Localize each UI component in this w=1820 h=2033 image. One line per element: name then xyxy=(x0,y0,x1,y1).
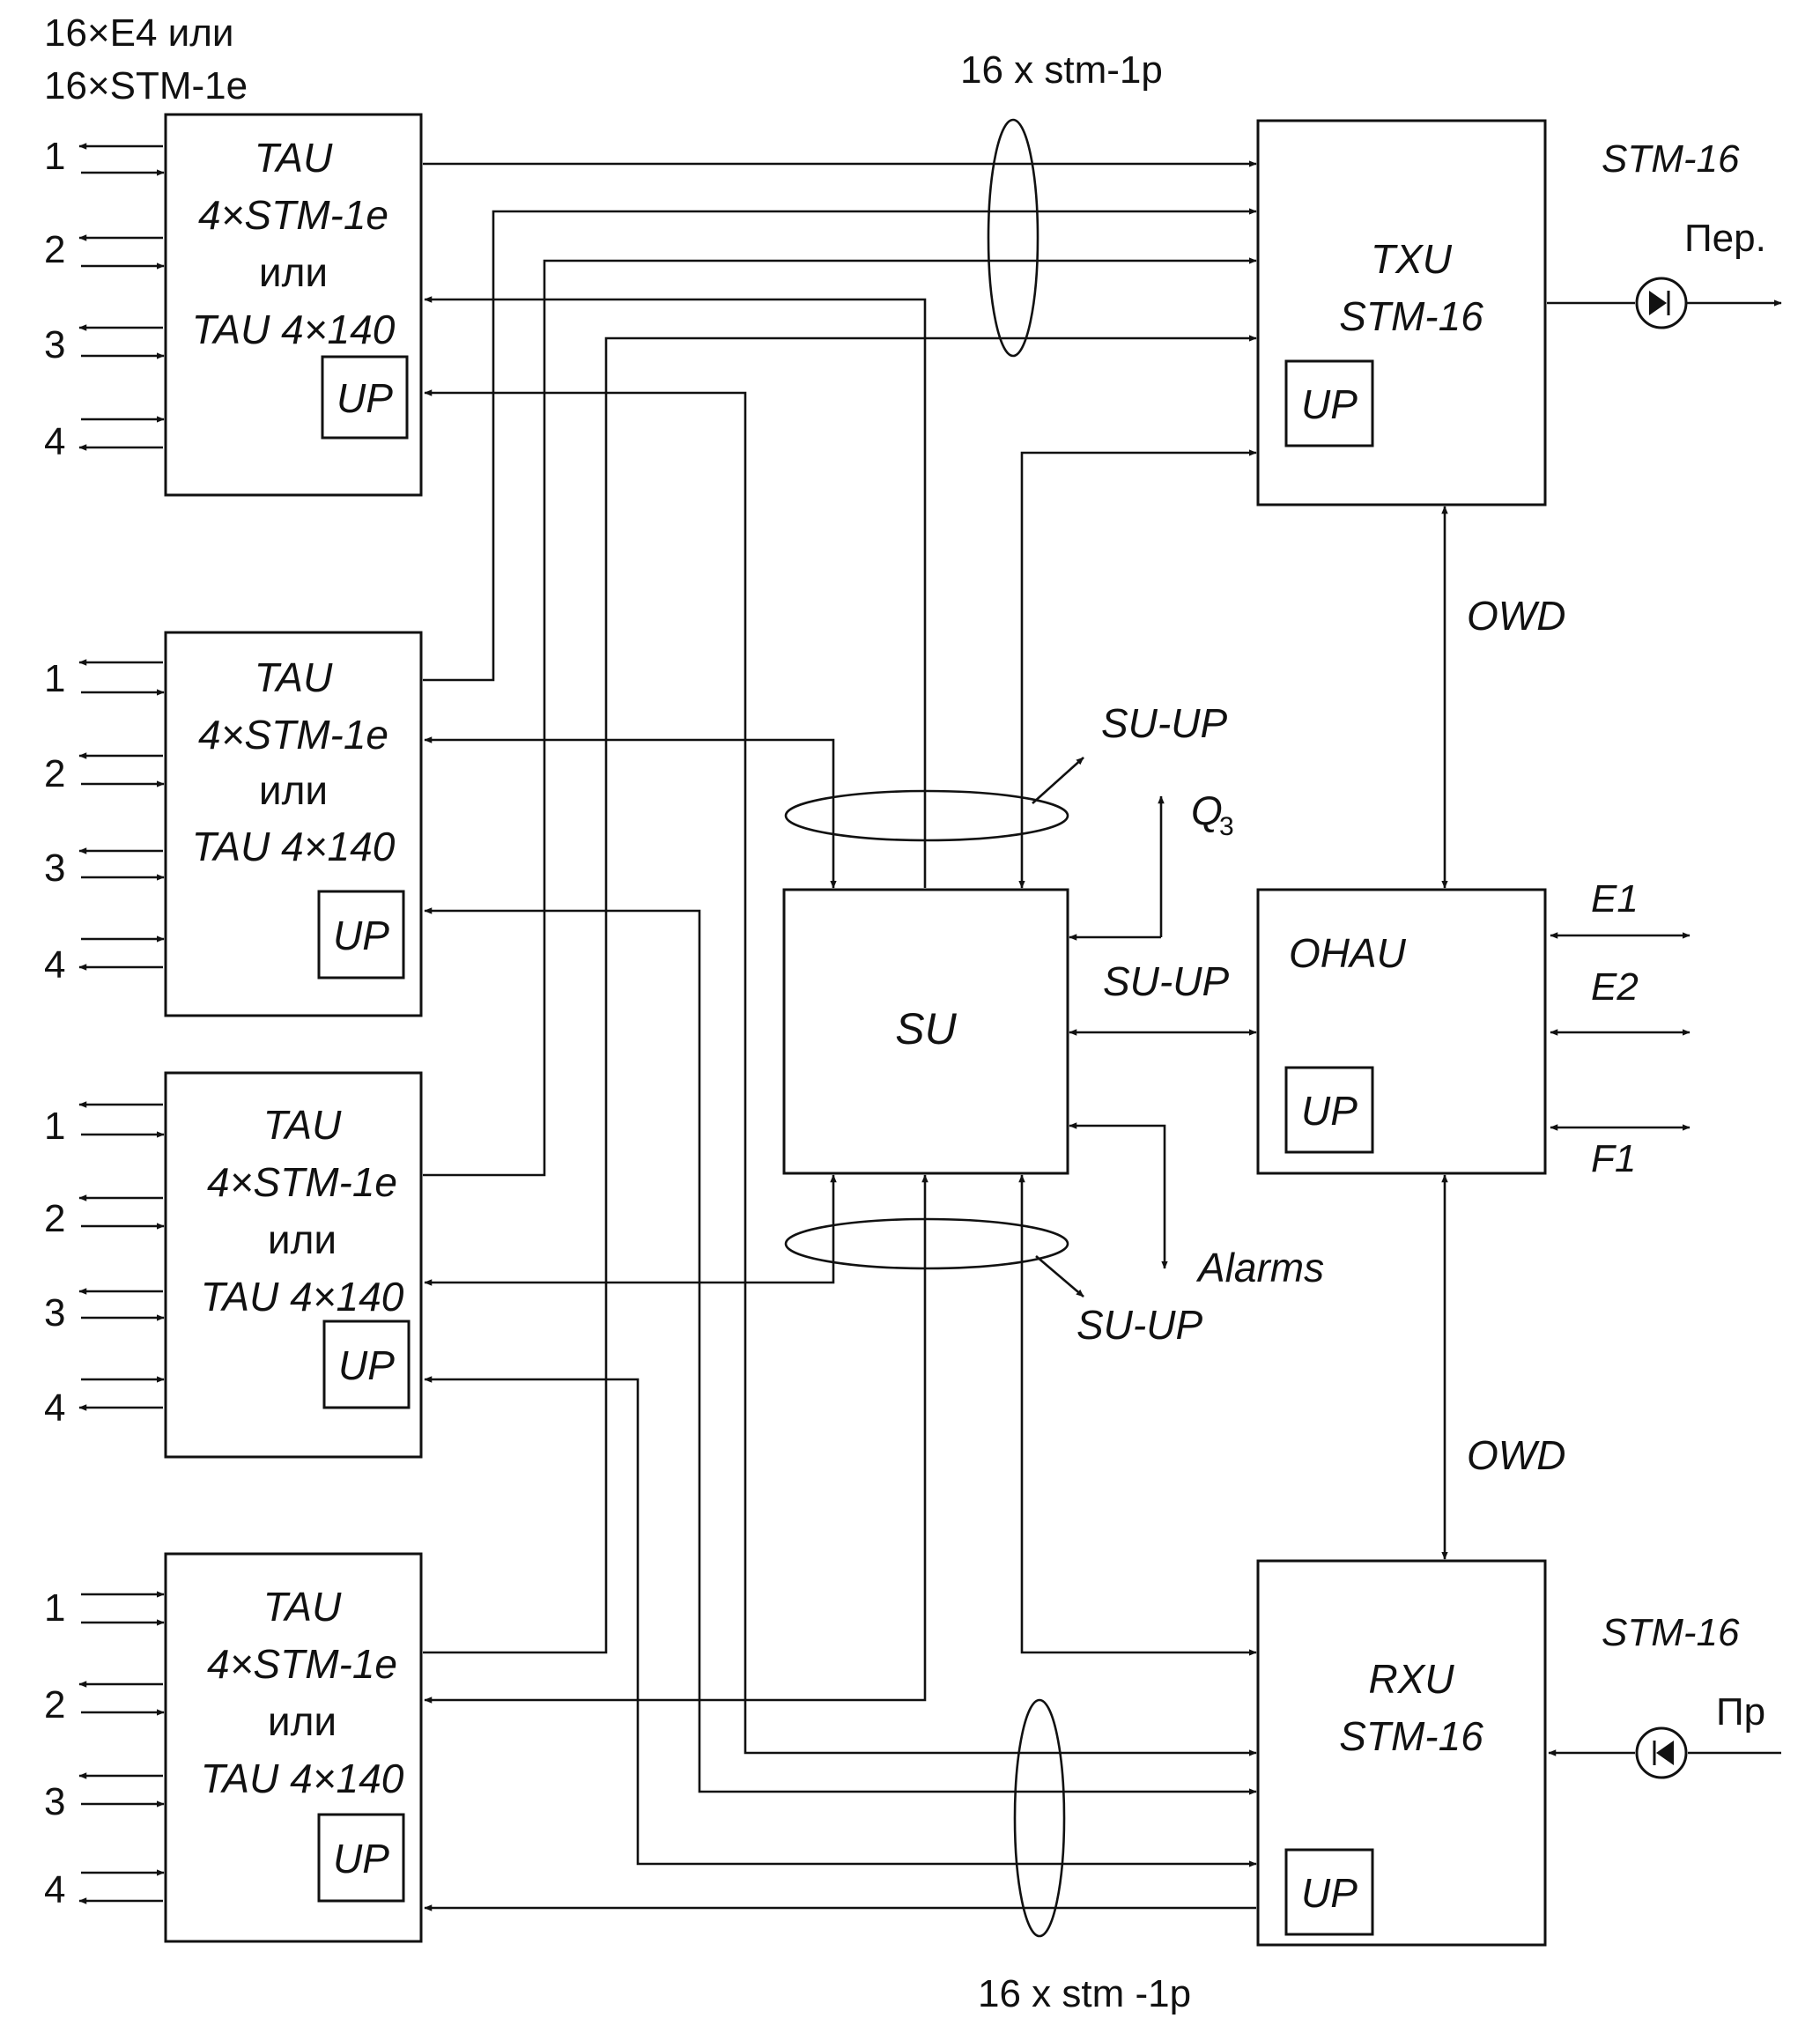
port-label: 4 xyxy=(44,1868,65,1911)
port-label: 2 xyxy=(44,1197,65,1240)
tau-block-3-or: или xyxy=(268,1216,337,1262)
su-up-top-ellipse xyxy=(784,789,1069,842)
port-label: 3 xyxy=(44,1780,65,1823)
su-up-top-label: SU-UP xyxy=(1101,700,1227,746)
tau-block-4-alt: TAU 4×140 xyxy=(201,1756,404,1801)
su-up-bottom-ellipse xyxy=(784,1217,1069,1270)
rxu-up: UP xyxy=(1301,1870,1358,1916)
port-label: 1 xyxy=(44,1586,65,1630)
txu-title: TXU xyxy=(1371,236,1453,282)
port-label: 1 xyxy=(44,657,65,700)
header-line2: 16×STM-1e xyxy=(44,64,248,107)
tau-block-3-type: 4×STM-1e xyxy=(207,1159,397,1205)
ohau-port-e2: E2 xyxy=(1591,965,1639,1009)
port-label: 4 xyxy=(44,943,65,987)
su-up-bottom-pointer xyxy=(1035,1255,1084,1297)
q3-label: Q xyxy=(1191,787,1223,833)
tau-block-1-alt: TAU 4×140 xyxy=(192,307,396,352)
tau-block-1-title: TAU xyxy=(255,135,333,181)
port-label: 3 xyxy=(44,323,65,366)
tau-block-2-up: UP xyxy=(333,913,389,958)
ohau-up: UP xyxy=(1301,1088,1358,1134)
rxu-type: STM-16 xyxy=(1339,1713,1483,1759)
tau-block-1-up: UP xyxy=(337,375,393,421)
port-label: 2 xyxy=(44,752,65,795)
rxu-up-frame xyxy=(1284,1848,1374,1936)
txu-block: TXU STM-16 UP xyxy=(1256,119,1547,506)
port-label: 2 xyxy=(44,1683,65,1726)
tau-block-1-up-frame xyxy=(321,355,409,440)
rxu-title: RXU xyxy=(1368,1656,1454,1702)
tau-block-3: TAU 4×STM-1e или TAU 4×140 UP xyxy=(164,1071,423,1459)
header-line1: 16×E4 или xyxy=(44,11,234,55)
tau-block-1-type: 4×STM-1e xyxy=(198,192,388,238)
bus-bottom-ellipse xyxy=(1013,1698,1066,1938)
tau-block-2: TAU 4×STM-1e или TAU 4×140 UP xyxy=(164,631,423,1017)
tau-block-2-alt: TAU 4×140 xyxy=(192,824,396,869)
port-label: 4 xyxy=(44,420,65,463)
tau-block-4-type: 4×STM-1e xyxy=(207,1641,397,1687)
su-up-top-pointer xyxy=(1032,757,1084,804)
tau-block-2-or: или xyxy=(259,767,328,813)
bus-bottom-label: 16 x stm -1p xyxy=(978,1972,1191,2015)
tau-block-1-ports: 1 2 3 4 xyxy=(44,135,65,463)
txu-frame xyxy=(1256,119,1547,506)
tau-block-2-type: 4×STM-1e xyxy=(198,712,388,758)
tau-block-4-or: или xyxy=(268,1698,337,1744)
txu-up: UP xyxy=(1301,381,1358,427)
alarms-line xyxy=(1069,1122,1168,1269)
alarms-label: Alarms xyxy=(1195,1245,1324,1290)
txu-dir-label: Пер. xyxy=(1684,217,1766,260)
tau-block-4: TAU 4×STM-1e или TAU 4×140 UP xyxy=(164,1552,423,1943)
photodiode-rx-icon xyxy=(1635,1726,1688,1779)
ohau-port-e1: E1 xyxy=(1591,877,1639,920)
su-up-mid-label: SU-UP xyxy=(1103,958,1229,1004)
rxu-dir-label: Пр xyxy=(1716,1690,1765,1734)
q3-subscript: 3 xyxy=(1219,812,1234,841)
tau-block-4-ports: 1 2 3 4 xyxy=(44,1586,65,1911)
port-arrows xyxy=(78,143,165,1904)
tau-block-3-up-frame xyxy=(322,1320,411,1409)
txu-up-frame xyxy=(1284,359,1374,447)
tau-block-3-ports: 1 2 3 4 xyxy=(44,1105,65,1430)
tau-block-4-title: TAU xyxy=(263,1584,342,1630)
tau-block-2-up-frame xyxy=(317,890,405,980)
port-label: 3 xyxy=(44,846,65,890)
laser-tx-icon xyxy=(1635,277,1688,329)
ohau-up-frame xyxy=(1284,1066,1374,1154)
tau-block-2-title: TAU xyxy=(255,654,333,700)
ohau-port-f1: F1 xyxy=(1591,1137,1636,1180)
tau-block-4-up-frame xyxy=(317,1813,405,1903)
ohau-label: OHAU xyxy=(1289,930,1407,976)
port-label: 1 xyxy=(44,135,65,178)
tau-block-3-alt: TAU 4×140 xyxy=(201,1274,404,1320)
rxu-ext-label: STM-16 xyxy=(1602,1611,1740,1654)
tau-block-1-or: или xyxy=(259,249,328,295)
bus-wiring xyxy=(423,160,1257,1911)
txu-type: STM-16 xyxy=(1339,293,1483,339)
ohau-block: OHAU UP xyxy=(1256,888,1547,1175)
txu-ext-label: STM-16 xyxy=(1602,137,1740,181)
port-label: 4 xyxy=(44,1386,65,1430)
su-block: SU xyxy=(782,888,1069,1175)
su-label: SU xyxy=(895,1004,957,1053)
tau-block-3-title: TAU xyxy=(263,1102,342,1148)
port-label: 1 xyxy=(44,1105,65,1148)
bus-top-ellipse xyxy=(987,118,1039,358)
tau-block-4-up: UP xyxy=(333,1836,389,1881)
tau-block-3-up: UP xyxy=(338,1342,395,1388)
tau-block-2-ports: 1 2 3 4 xyxy=(44,657,65,987)
owd-bottom-label: OWD xyxy=(1467,1432,1565,1478)
rxu-block: RXU STM-16 UP xyxy=(1256,1559,1547,1947)
owd-top-label: OWD xyxy=(1467,593,1565,639)
tau-block-1: TAU 4×STM-1e или TAU 4×140 UP xyxy=(164,113,423,497)
bus-top-label: 16 x stm-1p xyxy=(960,48,1163,92)
su-up-bottom-label: SU-UP xyxy=(1076,1302,1202,1348)
port-label: 3 xyxy=(44,1291,65,1334)
port-label: 2 xyxy=(44,228,65,271)
